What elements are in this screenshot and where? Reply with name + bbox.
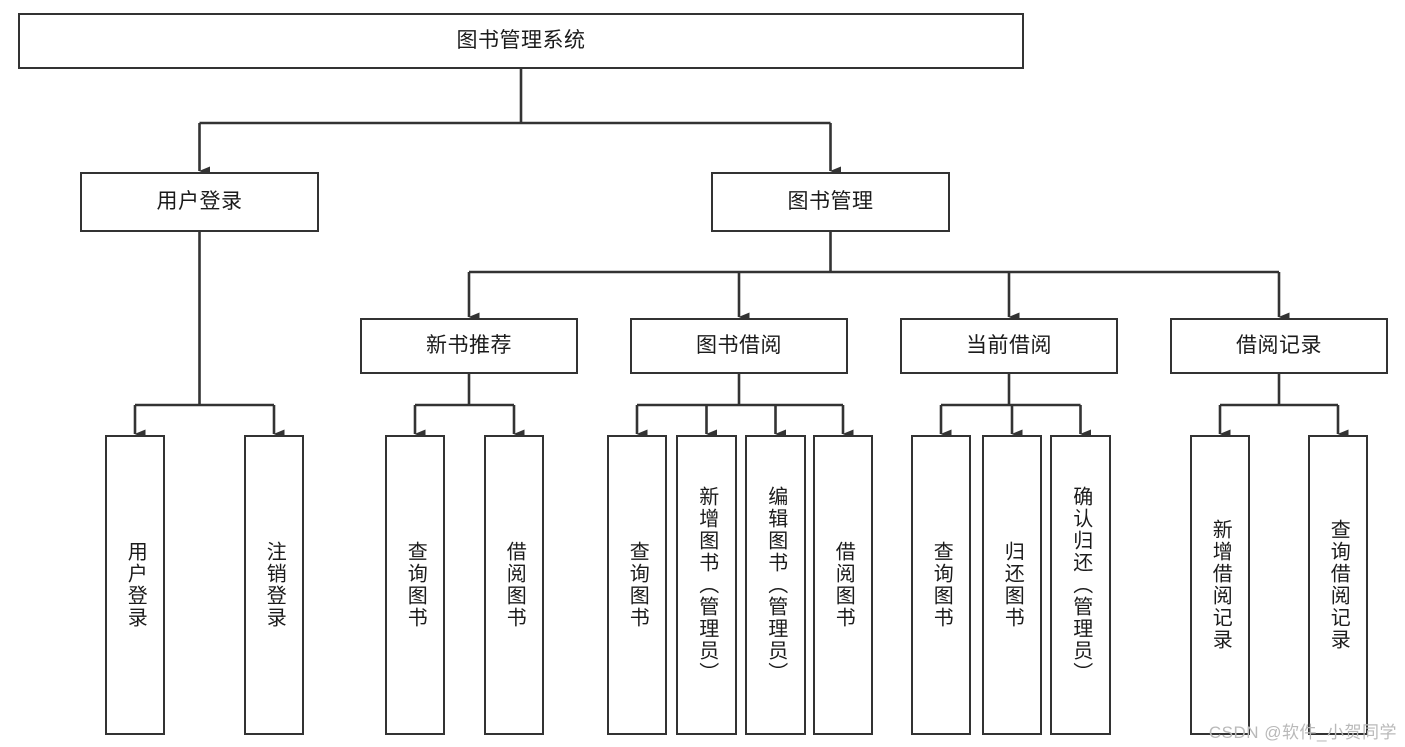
node-label: 查询图书	[404, 541, 427, 629]
node-label: 用户登录	[156, 190, 243, 214]
node-root[interactable]: 图书管理系统	[18, 13, 1024, 69]
node-leaf-borrow-book-2[interactable]: 借阅图书	[813, 435, 873, 735]
node-leaf-query-book-1[interactable]: 查询图书	[385, 435, 445, 735]
node-leaf-query-book-2[interactable]: 查询图书	[607, 435, 667, 735]
node-label: 图书管理	[787, 190, 874, 214]
node-leaf-query-book-3[interactable]: 查询图书	[911, 435, 971, 735]
node-label: 图书管理系统	[456, 29, 586, 53]
node-book-manage[interactable]: 图书管理	[711, 172, 950, 232]
node-leaf-confirm-return[interactable]: 确认归还（管理员）	[1050, 435, 1111, 735]
node-new-book-rec[interactable]: 新书推荐	[360, 318, 578, 374]
node-current-borrow[interactable]: 当前借阅	[900, 318, 1118, 374]
node-leaf-add-record[interactable]: 新增借阅记录	[1190, 435, 1250, 735]
node-label: 图书借阅	[696, 334, 782, 358]
node-borrow-record[interactable]: 借阅记录	[1170, 318, 1388, 374]
node-leaf-user-login[interactable]: 用户登录	[105, 435, 165, 735]
node-label: 用户登录	[124, 541, 147, 629]
node-label: 确认归还（管理员）	[1069, 486, 1092, 684]
node-label: 新增图书（管理员）	[695, 486, 718, 684]
node-leaf-logout[interactable]: 注销登录	[244, 435, 304, 735]
node-label: 查询图书	[930, 541, 953, 629]
node-label: 新书推荐	[426, 334, 512, 358]
node-label: 查询借阅记录	[1327, 519, 1350, 651]
node-label: 借阅图书	[832, 541, 855, 629]
node-label: 注销登录	[263, 541, 286, 629]
watermark-text: CSDN @软件_小贺同学	[1208, 723, 1397, 742]
node-book-borrow[interactable]: 图书借阅	[630, 318, 848, 374]
node-label: 新增借阅记录	[1209, 519, 1232, 651]
node-leaf-add-book[interactable]: 新增图书（管理员）	[676, 435, 737, 735]
node-label: 借阅记录	[1236, 334, 1322, 358]
node-label: 归还图书	[1001, 541, 1024, 629]
node-leaf-query-record[interactable]: 查询借阅记录	[1308, 435, 1368, 735]
node-label: 借阅图书	[503, 541, 526, 629]
node-user-login[interactable]: 用户登录	[80, 172, 319, 232]
node-label: 查询图书	[626, 541, 649, 629]
node-leaf-return-book[interactable]: 归还图书	[982, 435, 1042, 735]
node-label: 当前借阅	[966, 334, 1052, 358]
node-leaf-edit-book[interactable]: 编辑图书（管理员）	[745, 435, 806, 735]
node-label: 编辑图书（管理员）	[764, 486, 787, 684]
node-leaf-borrow-book-1[interactable]: 借阅图书	[484, 435, 544, 735]
